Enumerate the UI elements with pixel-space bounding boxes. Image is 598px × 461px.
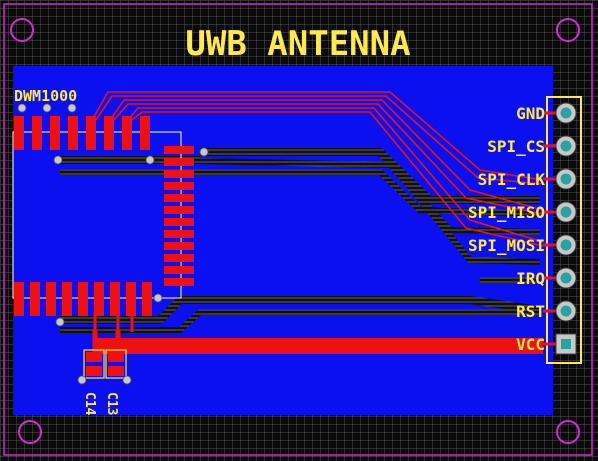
mount-hole-icon (556, 420, 580, 444)
mount-hole-icon (18, 420, 42, 444)
header-outline (546, 96, 582, 364)
header-pin-spi-cs: SPI_CS (487, 135, 577, 157)
module-pad (164, 206, 194, 214)
teal-pad-icon (560, 206, 572, 218)
via-icon (53, 155, 63, 165)
teal-pad-icon (560, 173, 572, 185)
module-pad (164, 146, 194, 154)
copper-pour-bottom (13, 66, 553, 415)
module-pad (122, 116, 132, 150)
module-top-pads (14, 116, 150, 150)
module-pad (164, 170, 194, 178)
via-icon (77, 375, 87, 385)
board-edge-outline (3, 3, 593, 456)
module-pad (86, 116, 96, 150)
pin-label: SPI_MISO (468, 203, 545, 222)
module-pad (140, 116, 150, 150)
module-pad (164, 194, 194, 202)
module-pad (50, 116, 60, 150)
mount-hole-icon (10, 18, 34, 42)
module-pad (164, 182, 194, 190)
module-pad (164, 242, 194, 250)
module-pad (142, 282, 152, 316)
cap-label-c13: C13 (104, 392, 119, 415)
module-pad (164, 278, 194, 286)
module-bottom-pads (14, 282, 152, 316)
module-right-pads (164, 146, 194, 286)
via-icon (55, 317, 65, 327)
module-pad (110, 282, 120, 316)
teal-pad-icon (561, 339, 571, 349)
module-pad (126, 282, 136, 316)
module-pad (164, 230, 194, 238)
header-pin-rst: RST (516, 300, 577, 322)
module-pad (164, 266, 194, 274)
module-pad (30, 282, 40, 316)
header-pin-spi-miso: SPI_MISO (468, 201, 577, 223)
via-icon (17, 103, 27, 113)
pin-label: VCC (516, 335, 545, 354)
module-pad (78, 282, 88, 316)
header-pin-gnd: GND (516, 102, 577, 124)
mount-holes (10, 18, 580, 444)
teal-pad-icon (560, 305, 572, 317)
via-icon (122, 375, 132, 385)
pin-label: RST (516, 302, 545, 321)
capacitor-footprints (83, 349, 127, 379)
via-icon (199, 147, 209, 157)
header-pins: GND SPI_CS SPI_CLK SPI_MISO SPI_MOSI IRQ RST VC… (468, 102, 577, 355)
via-icon (145, 155, 155, 165)
module-pad (68, 116, 78, 150)
module-pad (14, 116, 24, 150)
via-icon (153, 293, 163, 303)
module-pad (164, 218, 194, 226)
header-pin-spi-clk: SPI_CLK (478, 168, 577, 190)
cap-label-c14: C14 (82, 392, 97, 416)
pin-label: SPI_CS (487, 137, 545, 156)
via-icon (67, 103, 77, 113)
header-pin-vcc: VCC (516, 333, 577, 355)
module-pad (46, 282, 56, 316)
module-pad (94, 282, 104, 316)
pin-label: IRQ (516, 269, 545, 288)
module-pad (164, 254, 194, 262)
via-icon (42, 103, 52, 113)
teal-pad-icon (560, 140, 572, 152)
module-pad (62, 282, 72, 316)
teal-pad-icon (560, 107, 572, 119)
header-pin-irq: IRQ (516, 267, 577, 289)
mount-hole-icon (556, 18, 580, 42)
module-pad (14, 282, 24, 316)
module-pad (104, 116, 114, 150)
module-pad (164, 158, 194, 166)
pin-label: SPI_CLK (478, 170, 546, 189)
teal-pad-icon (560, 239, 572, 251)
vias (17, 103, 209, 385)
pin-label: SPI_MOSI (468, 236, 545, 255)
top-layer-traces (91, 91, 544, 247)
module-pad (32, 116, 42, 150)
pin-label: GND (516, 104, 545, 123)
header-pin-spi-mosi: SPI_MOSI (468, 234, 577, 256)
teal-pad-icon (560, 272, 572, 284)
board-title: UWB ANTENNA (185, 24, 410, 64)
module-label: DWM1000 (14, 87, 77, 105)
